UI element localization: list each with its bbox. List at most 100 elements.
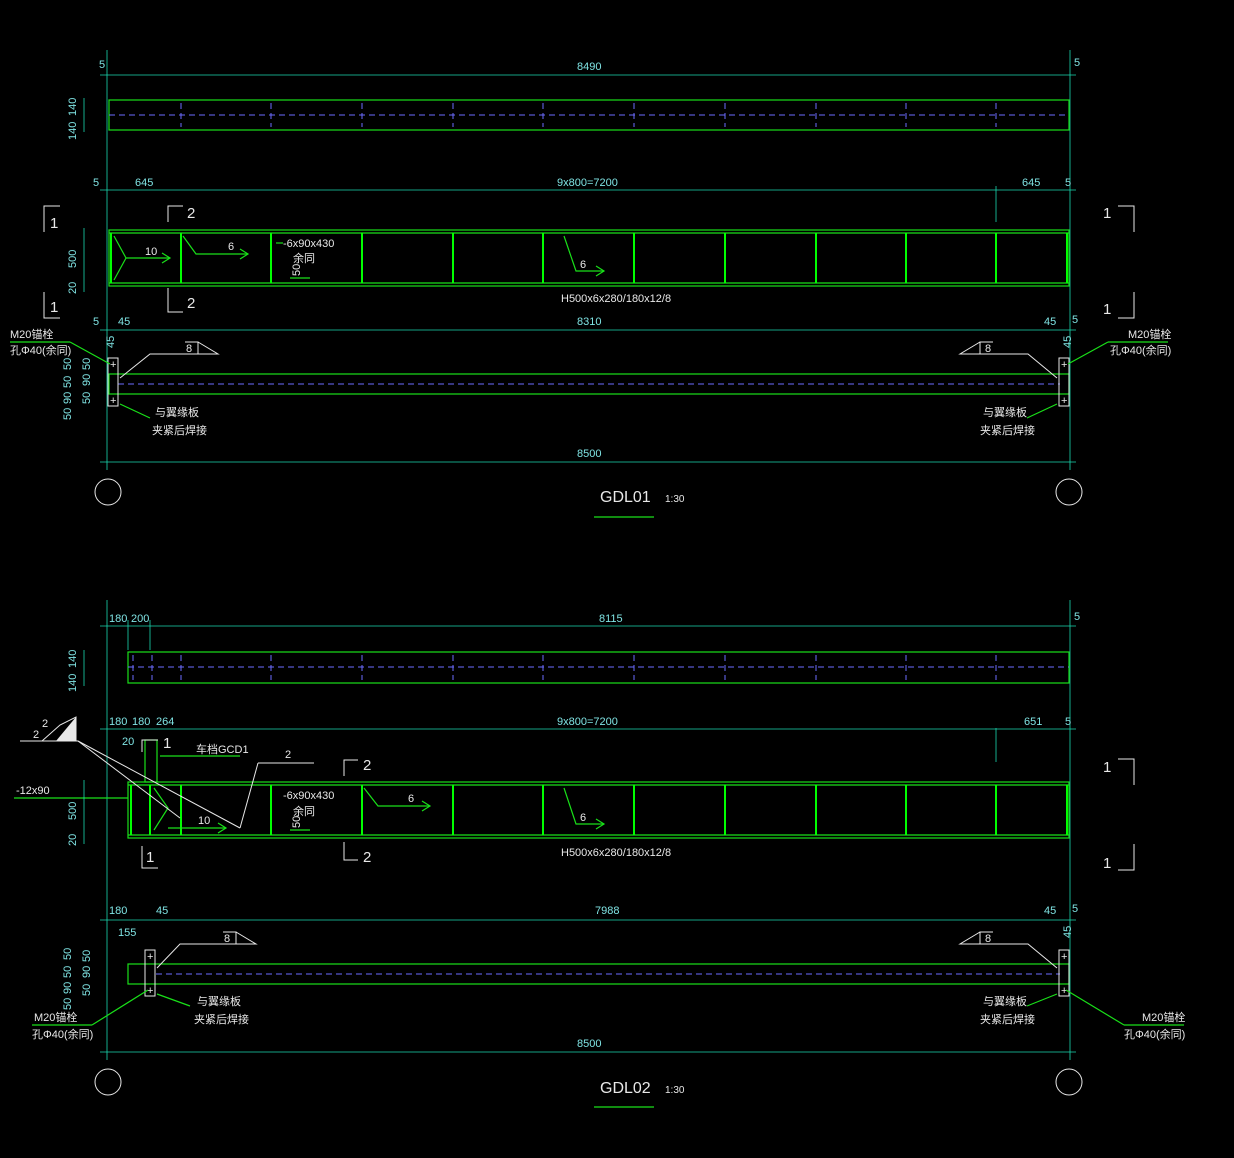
weld-label: 6 — [228, 241, 234, 253]
dim-bottom-left2: 45 — [118, 316, 130, 328]
beam-scale: 1:30 — [665, 1085, 685, 1096]
weld-label: 6 — [580, 812, 586, 824]
note-right-2: 夹紧后焊接 — [980, 1012, 1035, 1026]
weld-leader — [563, 235, 604, 272]
axis-bubble — [94, 478, 122, 506]
stop-block-label: 车档GCD1 — [196, 742, 249, 756]
weld-leader — [113, 235, 127, 281]
axis-bubble — [94, 1068, 122, 1096]
section-mark-label: 2 — [363, 757, 371, 774]
beam-gdl01: 5 8490 5 140 140 5 645 9x800=7200 645 5 — [10, 50, 1171, 518]
svg-text:+: + — [147, 951, 153, 963]
weld-symbol-label: 8 — [985, 933, 991, 945]
section-mark-label: 2 — [187, 295, 195, 312]
dim-plan-side-1: 140 — [67, 650, 79, 668]
dim-bottom-left2: 155 — [118, 927, 136, 939]
svg-text:90: 90 — [81, 374, 93, 386]
dim-bottom-right2: 5 — [1072, 903, 1078, 915]
weld-symbol-leader — [1006, 943, 1058, 969]
weld-symbol — [979, 931, 1006, 945]
dim-elev-side-1: 500 — [67, 802, 79, 820]
weld-symbol-leader — [119, 353, 172, 379]
section-mark — [1118, 205, 1135, 232]
dim-bottom-right2: 5 — [1072, 314, 1078, 326]
anchor-note-right: 孔Φ40(余同) — [1124, 1027, 1185, 1041]
weld-symbol — [172, 341, 199, 355]
dim-elev-left2: 180 — [132, 716, 150, 728]
section-mark-label: 1 — [1103, 301, 1111, 318]
dim-elev-side-2: 20 — [67, 282, 79, 294]
elevation-web — [108, 229, 1070, 287]
section-mark — [167, 205, 183, 222]
section-mark — [343, 759, 358, 776]
svg-text:90: 90 — [62, 392, 74, 404]
dim-elev-right2: 5 — [1065, 177, 1071, 189]
dim-plan-side-1: 140 — [67, 98, 79, 116]
svg-text:+: + — [1061, 359, 1067, 371]
section-mark — [141, 739, 158, 752]
note-right-1: 与翼缘板 — [983, 405, 1027, 419]
bottom-side-dims: 45 50 50 90 50 50 50 90 45 — [62, 336, 1074, 420]
weld-leader — [182, 235, 248, 255]
note-left-1: 与翼缘板 — [155, 405, 199, 419]
weld-label: 2 — [285, 749, 291, 761]
section-spec: H500x6x280/180x12/8 — [561, 293, 671, 305]
plan-stiffener-ticks — [180, 103, 997, 127]
weld-symbol — [979, 341, 1006, 355]
weld-label: 2 — [33, 729, 39, 741]
section-mark-label: 1 — [1103, 759, 1111, 776]
dim-elev-side-1: 500 — [67, 250, 79, 268]
dim-elev-right2: 5 — [1065, 716, 1071, 728]
section-spec: H500x6x280/180x12/8 — [561, 847, 671, 859]
section-mark — [1118, 292, 1135, 319]
dim-elev-middle: 9x800=7200 — [557, 177, 618, 189]
stiffeners — [110, 233, 1068, 283]
stiffener-label: -6x90x430 — [283, 238, 334, 250]
svg-text:50: 50 — [62, 358, 74, 370]
weld-label: 2 — [42, 718, 48, 730]
section-mark-label: 1 — [1103, 205, 1111, 222]
svg-text:50: 50 — [62, 408, 74, 420]
anchor-label-left: M20锚栓 — [10, 327, 53, 341]
section-mark — [43, 205, 60, 232]
weld-symbol-label: 8 — [985, 343, 991, 355]
section-mark-label: 1 — [50, 215, 58, 232]
bottom-side-dims: 50 50 90 50 50 50 90 45 — [62, 926, 1074, 1010]
note-right-2: 夹紧后焊接 — [980, 423, 1035, 437]
svg-text:90: 90 — [62, 982, 74, 994]
section-mark — [167, 288, 183, 313]
note-left-1: 与翼缘板 — [197, 994, 241, 1008]
dim-top-left: 180 — [109, 613, 127, 625]
dim-elev-left: 180 — [109, 716, 127, 728]
beam-scale: 1:30 — [665, 494, 685, 505]
dim-elev-left: 5 — [93, 177, 99, 189]
stiffener-note: 余同 — [293, 804, 315, 818]
svg-text:90: 90 — [81, 966, 93, 978]
dim-bottom-right: 45 — [1044, 316, 1056, 328]
weld-symbol-label: 8 — [224, 933, 230, 945]
stiffener-note: 余同 — [293, 251, 315, 265]
section-mark — [1118, 844, 1135, 871]
axis-bubble — [1055, 478, 1083, 506]
weld-label: 20 — [122, 736, 134, 748]
stiffener-label: -6x90x430 — [283, 790, 334, 802]
anchor-note-left: 孔Φ40(余同) — [10, 343, 71, 357]
dim-top-total: 8115 — [599, 613, 623, 625]
svg-text:+: + — [110, 395, 116, 407]
axis-bubble — [1055, 1068, 1083, 1096]
section-mark-label: 1 — [146, 849, 154, 866]
svg-text:50: 50 — [81, 950, 93, 962]
end-plate-left — [107, 357, 119, 407]
anchor-label-right: M20锚栓 — [1128, 327, 1171, 341]
svg-text:+: + — [1061, 985, 1067, 997]
stiffeners — [130, 785, 1068, 835]
end-plate-right — [1058, 949, 1070, 997]
svg-text:+: + — [1061, 951, 1067, 963]
dim-top-right: 5 — [1074, 611, 1080, 623]
beam-title: GDL01 — [600, 489, 651, 506]
note-right-1: 与翼缘板 — [983, 994, 1027, 1008]
weld-label: 10 — [145, 246, 157, 258]
svg-text:+: + — [147, 985, 153, 997]
weld-label: 6 — [408, 793, 414, 805]
